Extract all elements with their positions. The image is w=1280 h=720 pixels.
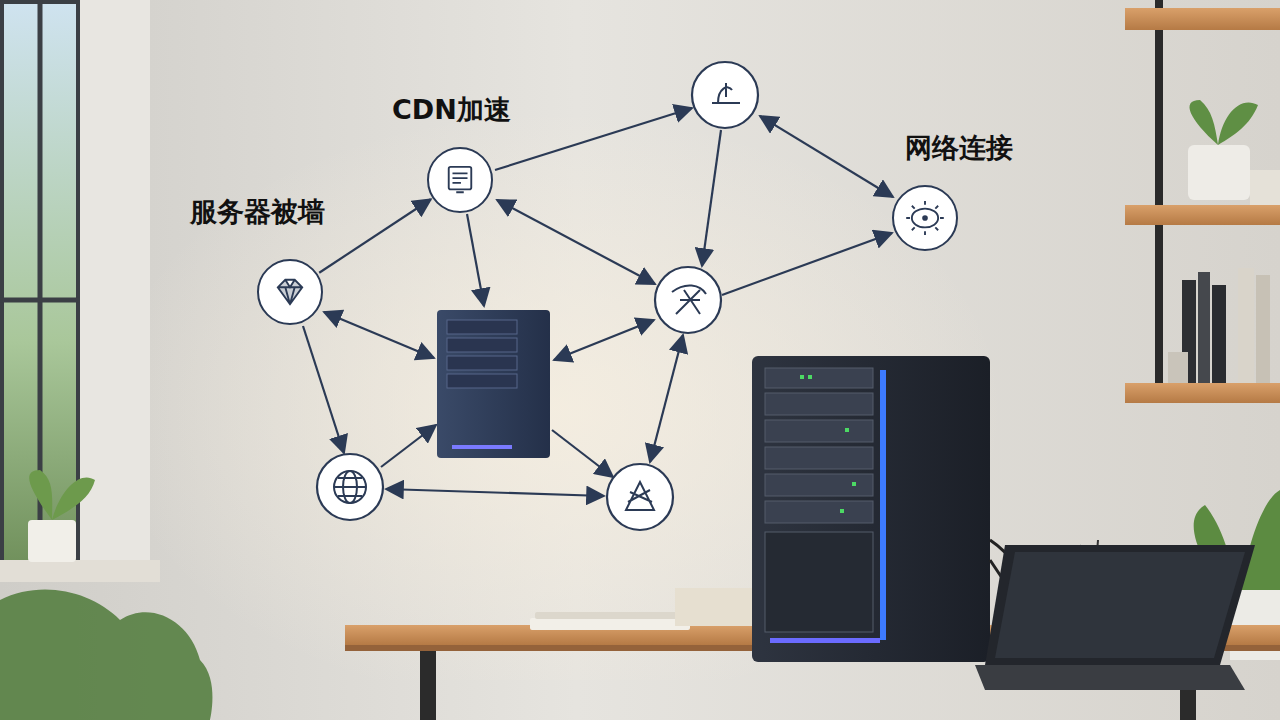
network-node: CDN加速 [427, 147, 493, 213]
node-icon [429, 149, 491, 211]
node-icon [259, 261, 321, 323]
node-icon [894, 187, 956, 249]
node-label: 服务器被墙 [190, 196, 325, 228]
network-node: 服务器被墙 [257, 259, 323, 325]
node-label: 网络连接 [905, 132, 1013, 164]
network-node: 网络连接 [892, 185, 958, 251]
node-label: CDN加速 [392, 94, 511, 126]
connector-arrow [319, 199, 431, 272]
